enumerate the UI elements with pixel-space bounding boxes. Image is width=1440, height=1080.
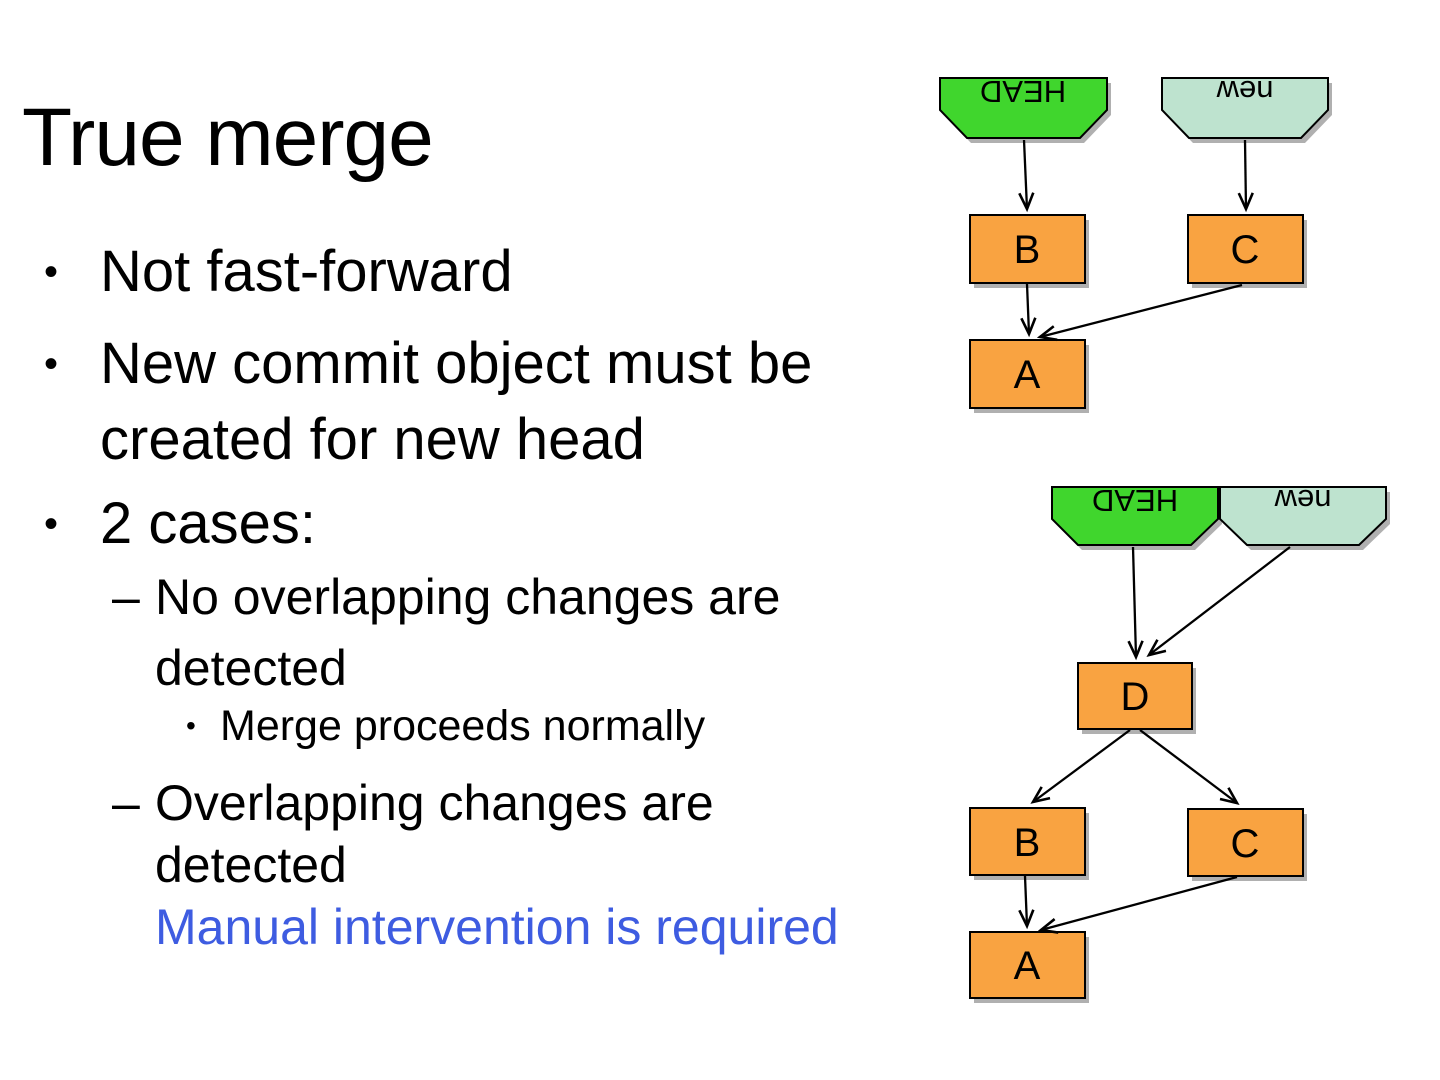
commit-c-label: C [1231,822,1260,866]
bullet-dot-icon: • [44,342,59,386]
diagram-merged-graph: HEAD new D B C A [969,483,1390,1003]
arrow-b-to-a [1020,283,1037,338]
commit-node-a [969,931,1086,999]
bullet-dot-icon: • [44,250,59,294]
diagram-two-branches: HEAD new B C A [939,74,1332,413]
head-branch-banner [1051,486,1219,546]
head-banner-label: HEAD [1092,483,1178,518]
dash-marker-icon: – [112,775,140,831]
subbullet-text-line2: detected [155,837,347,893]
new-banner-label: new [1274,483,1331,518]
bullet-dot-icon: • [186,710,196,741]
manual-intervention-note: Manual intervention is required [155,899,839,955]
commit-c-label: C [1231,228,1260,272]
commit-a-label: A [1014,944,1041,988]
bullet-text-line1: New commit object must be [100,331,813,396]
arrow-new-to-d [1146,546,1291,657]
commit-node-a [969,339,1086,409]
commit-d-label: D [1121,675,1150,719]
subbullet-no-overlapping: – No overlapping changes are detected [112,562,780,704]
subbullet-text-line1: No overlapping changes are [155,569,781,625]
subbullet-overlapping: – Overlapping changes are detected Manua… [112,772,839,958]
arrow-head-to-b [1018,139,1035,213]
commit-b-label: B [1014,821,1041,865]
bullet-text-line2: created for new head [100,407,645,472]
head-banner-label: HEAD [980,74,1066,109]
arrow-head-to-d [1127,546,1144,661]
arrow-d-to-b [1030,729,1131,804]
subsubbullet-merge-proceeds: • Merge proceeds normally [186,700,705,752]
commit-a-label: A [1014,353,1041,397]
head-branch-banner [939,77,1108,139]
subbullet-text-line1: Overlapping changes are [155,775,714,831]
arrow-d-to-c [1139,729,1240,805]
commit-b-label: B [1014,228,1041,272]
commit-node-b [969,214,1086,284]
bullet-text: Not fast-forward [100,239,513,304]
dash-marker-icon: – [112,569,140,625]
new-branch-banner [1161,77,1329,139]
arrow-new-to-c [1237,139,1254,213]
bullet-not-fast-forward: • Not fast-forward [44,234,513,310]
subsubbullet-text: Merge proceeds normally [220,702,706,750]
bullet-new-commit-object: • New commit object must be created for … [44,326,812,478]
commit-node-b [969,807,1086,876]
new-branch-banner [1219,486,1387,546]
subbullet-text-line2: detected [155,640,347,696]
commit-node-c [1187,808,1304,877]
arrow-b-to-a [1018,875,1035,930]
commit-node-d [1077,662,1193,730]
commit-node-c [1187,214,1304,284]
page-title: True merge [22,91,434,183]
arrow-c-to-a [1036,283,1243,342]
bullet-dot-icon: • [44,502,59,546]
bullet-2-cases: • 2 cases: [44,486,316,562]
arrow-c-to-a [1037,875,1238,934]
new-banner-label: new [1216,74,1273,109]
bullet-text: 2 cases: [100,491,316,556]
